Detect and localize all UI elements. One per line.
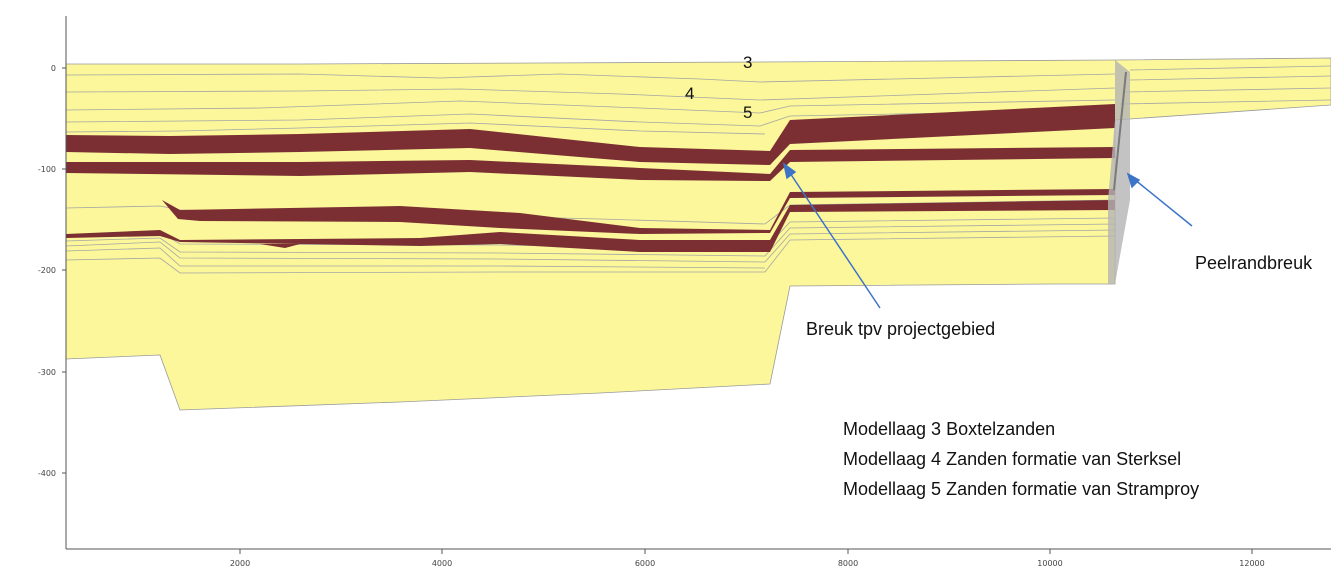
x-tick-label: 12000 [1239,559,1264,568]
arrows [782,162,1193,309]
clay-lens [260,244,300,248]
x-tick-label: 6000 [635,559,655,568]
annotation-breuk-project: Breuk tpv projectgebied [806,319,995,339]
arrow-breuk-project [789,172,881,309]
layer-label-5: 5 [743,103,752,122]
y-tick-label: -400 [38,469,56,478]
x-tick-label: 2000 [230,559,250,568]
legend-item: Modellaag 3 Boxtelzanden [843,419,1055,439]
x-tick-label: 10000 [1037,559,1062,568]
layer-label-3: 3 [743,53,752,72]
arrow-peelrandbreuk [1133,178,1193,227]
layer-boundaries [65,73,1116,274]
y-tick-label: -300 [38,368,56,377]
clay-layer-1 [66,104,1115,165]
peelrandbreuk-fault-zone [1108,60,1130,284]
legend-item: Modellaag 5 Zanden formatie van Strampro… [843,479,1199,499]
legend-item: Modellaag 4 Zanden formatie van Sterksel [843,449,1181,469]
annotation-peelrandbreuk: Peelrandbreuk [1195,253,1313,273]
arrow-head-icon [782,162,797,180]
peelrandbreuk-fault-line [1113,71,1127,191]
clay-layer-3 [162,189,1115,234]
arrow-head-icon [1126,172,1141,189]
layer-label-4: 4 [685,84,694,103]
y-tick-label: 0 [51,64,56,73]
x-tick-label: 8000 [838,559,858,568]
right-block-layer [1119,65,1331,105]
x-tick-label: 4000 [432,559,452,568]
y-tick-label: -200 [38,266,56,275]
axes [62,16,1331,554]
clay-layer-2 [66,147,1115,181]
y-tick-label: -100 [38,165,56,174]
clay-layer-4 [66,200,1115,252]
